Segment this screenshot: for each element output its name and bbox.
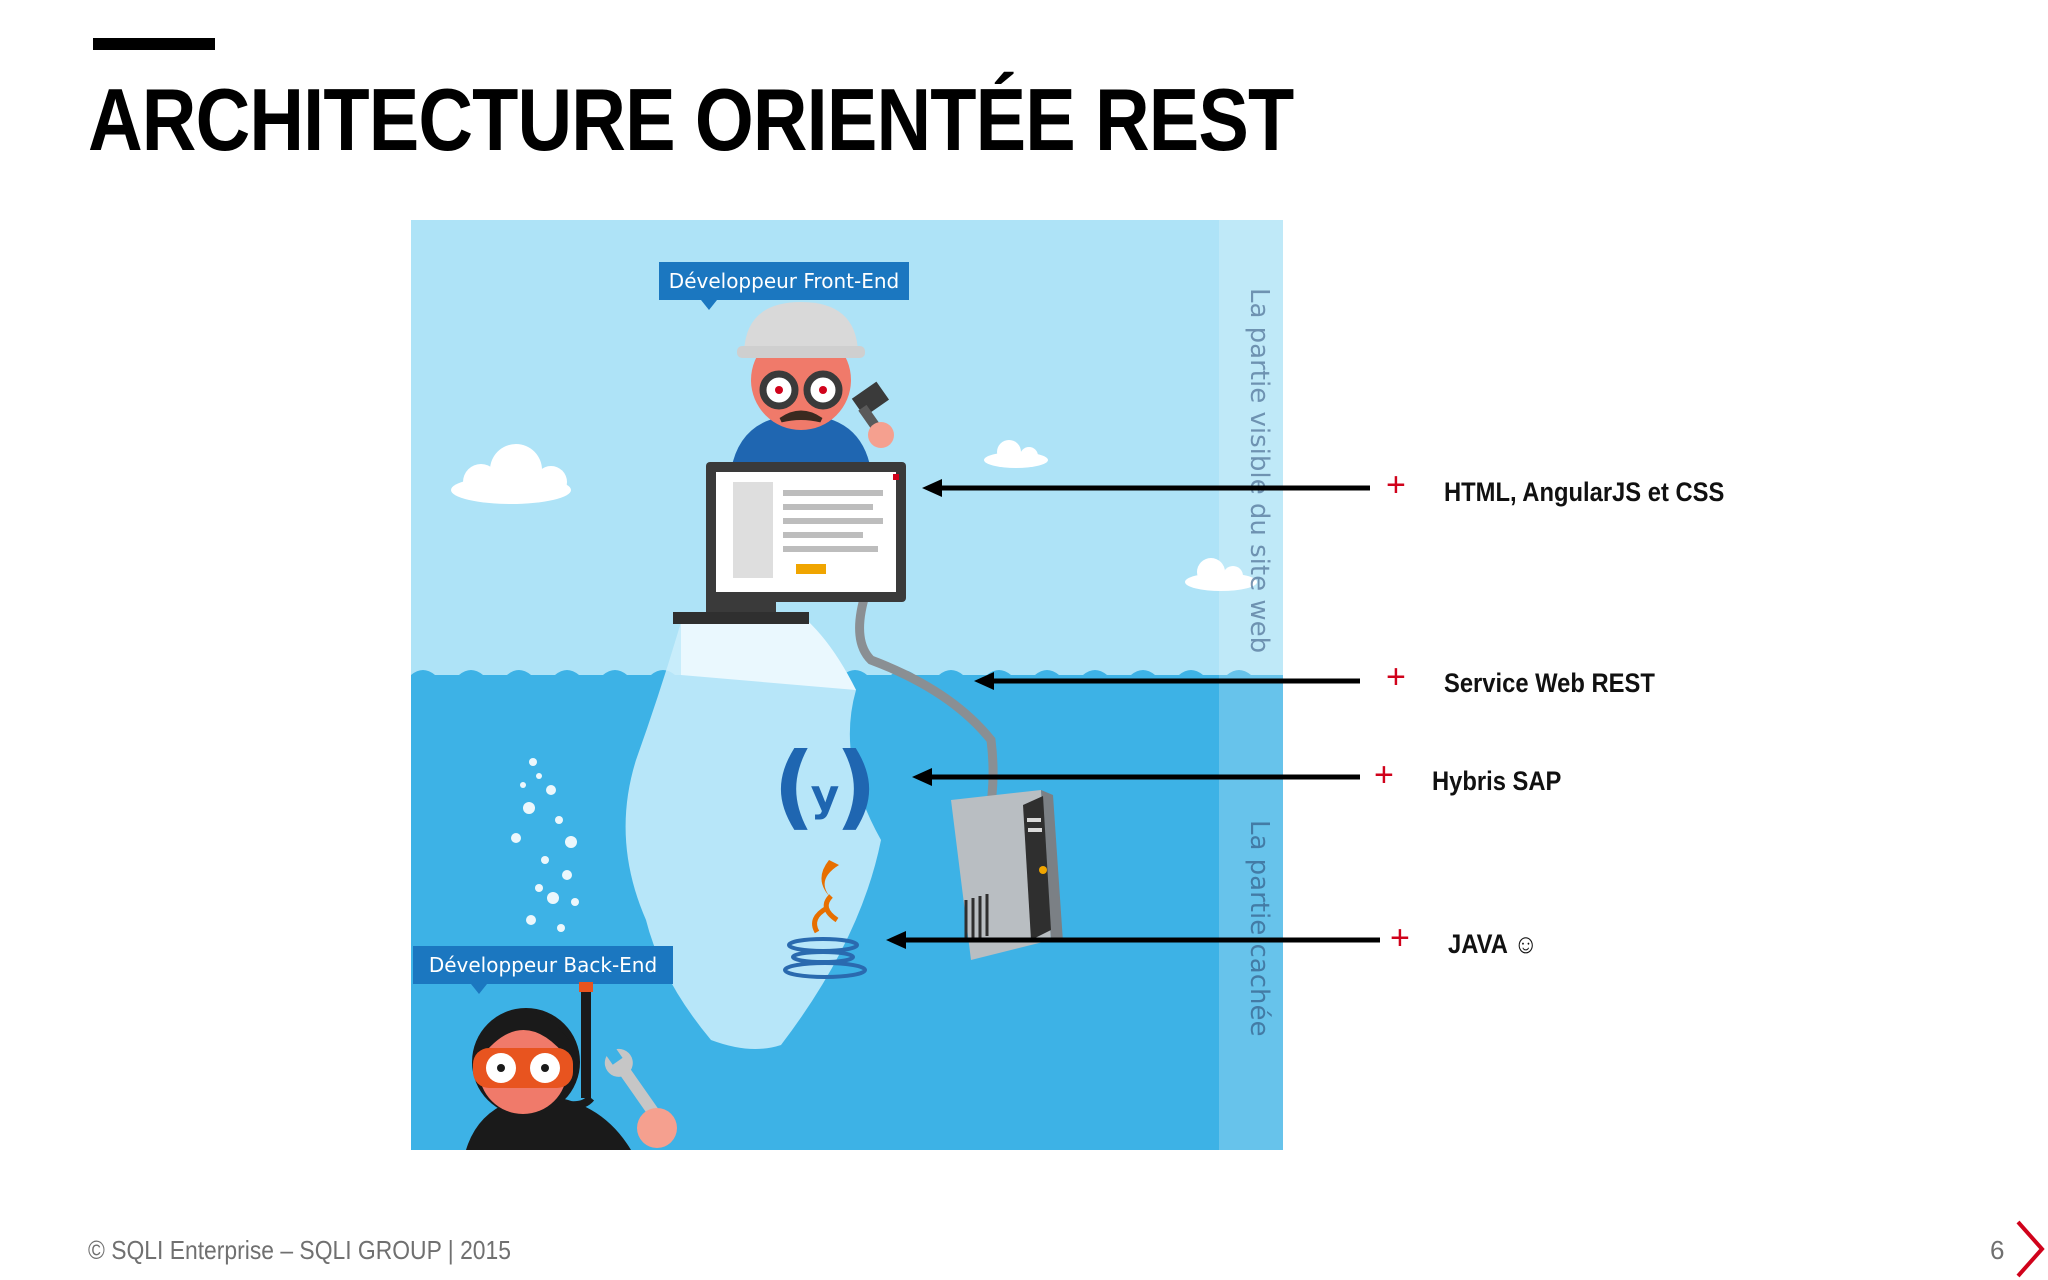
front-end-developer-icon <box>731 302 894 470</box>
java-logo-icon <box>783 860 867 979</box>
next-slide-chevron-icon[interactable] <box>2014 1218 2048 1280</box>
annotation-label-html: HTML, AngularJS et CSS <box>1444 477 1725 507</box>
annotation-label-java: JAVA ☺ <box>1448 929 1538 959</box>
back-end-diver-icon <box>466 982 677 1150</box>
title-accent-bar <box>93 38 215 50</box>
back-end-tag: Développeur Back-End <box>413 946 673 994</box>
annotation-label-rest: Service Web REST <box>1444 668 1655 698</box>
side-strip <box>1219 220 1283 1150</box>
front-end-tag-label: Développeur Front-End <box>669 269 899 293</box>
svg-text:(: ( <box>773 733 815 840</box>
bubbles-icon <box>511 758 579 932</box>
hybris-logo-icon: ( ) y <box>773 733 877 840</box>
plus-marker-2: + <box>1386 658 1406 696</box>
visible-side-label: La partie visible du site web <box>1244 288 1274 653</box>
back-end-tag-label: Développeur Back-End <box>429 953 657 977</box>
svg-text:y: y <box>811 770 840 821</box>
plus-marker-1: + <box>1386 466 1406 504</box>
annotation-label-hybris: Hybris SAP <box>1432 766 1562 796</box>
plus-marker-3: + <box>1374 756 1394 794</box>
footer-copyright: © SQLI Enterprise – SQLI GROUP | 2015 <box>88 1235 511 1265</box>
page-number: 6 <box>1990 1235 2005 1265</box>
front-end-tag: Développeur Front-End <box>659 262 909 310</box>
plus-marker-4: + <box>1390 919 1410 957</box>
server-tower-icon <box>951 790 1063 960</box>
hidden-side-label: La partie cachée <box>1244 820 1274 1036</box>
page-title: ARCHITECTURE ORIENTÉE REST <box>88 70 1294 169</box>
iceberg-illustration: Développeur Front-End ( ) y <box>411 220 1283 1150</box>
computer-monitor-icon <box>673 462 906 624</box>
svg-text:): ) <box>835 733 877 840</box>
clouds-icon <box>451 440 1257 591</box>
cable-icon <box>855 587 998 820</box>
